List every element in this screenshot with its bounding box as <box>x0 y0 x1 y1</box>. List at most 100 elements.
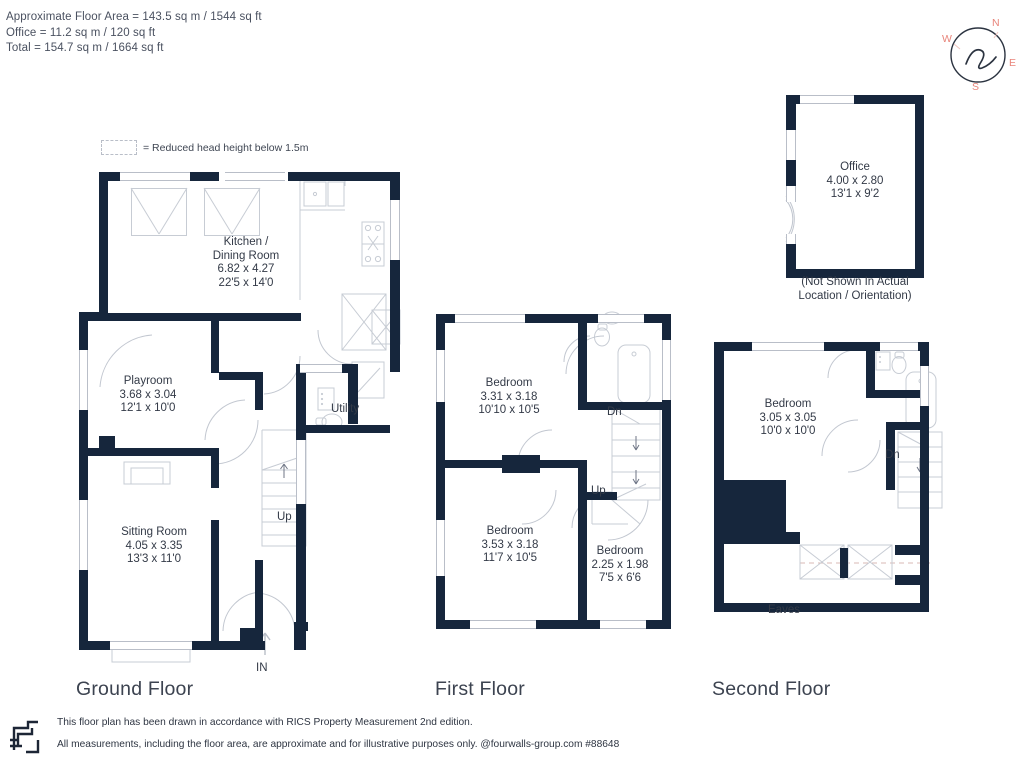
entry-label-in: IN <box>256 662 268 674</box>
window-office-left <box>786 130 796 160</box>
compass-east-label: E <box>1009 57 1016 69</box>
wall-left-upper <box>99 172 108 320</box>
wall-sitting-right-upper <box>211 448 219 488</box>
office-location-note: (Not Shown In Actual Location / Orientat… <box>780 275 930 303</box>
wall-office-bottom <box>786 269 924 278</box>
wall-first-right <box>662 314 671 629</box>
wall-left-main <box>79 312 88 650</box>
wall-second-stair-top <box>886 422 929 430</box>
wall-first-left <box>436 314 445 629</box>
window-office-top <box>800 95 854 104</box>
block-second-right-band <box>895 545 929 555</box>
stairs-label-down-second: Dn <box>885 449 900 461</box>
wall-utility-right <box>348 364 358 424</box>
room-metric-first-bed3: 2.25 x 1.98 <box>591 558 649 571</box>
wall-playroom-right <box>211 313 219 373</box>
wall-office-right <box>915 95 924 278</box>
kitchen-unit-left <box>131 188 187 236</box>
floor-title-first: First Floor <box>435 678 525 700</box>
room-imperial-office: 13'1 x 9'2 <box>830 188 880 201</box>
room-label-first-bedroom-2: Bedroom 3.53 x 3.18 11'7 x 10'5 <box>460 525 560 566</box>
office-note-line1: (Not Shown In Actual <box>801 276 909 288</box>
window-first-bath-top <box>598 314 644 323</box>
wall-second-right <box>920 342 929 612</box>
wall-top-right <box>288 172 301 181</box>
wall-playroom-top <box>99 313 219 321</box>
compass-rose: N E S W <box>936 14 1020 94</box>
room-metric-playroom: 3.68 x 3.04 <box>119 388 177 401</box>
room-metric-first-bed1: 3.31 x 3.18 <box>480 390 538 403</box>
compass-west-label: W <box>942 33 952 45</box>
window-hall-right <box>296 440 306 504</box>
window-sitting-bottom <box>110 641 192 650</box>
wall-first-mid-left <box>436 460 502 468</box>
window-utility-bottom <box>300 364 342 373</box>
room-name-second-bed: Bedroom <box>764 398 812 410</box>
wall-sitting-right-lower <box>211 520 219 641</box>
room-name-first-bed2: Bedroom <box>486 525 534 537</box>
room-label-first-bedroom-1: Bedroom 3.31 x 3.18 10'10 x 10'5 <box>459 377 559 418</box>
window-first-bed2-left <box>436 520 445 576</box>
wall-first-bath-left <box>578 314 587 410</box>
wall-first-landing-bottom <box>587 492 617 500</box>
room-label-playroom: Playroom 3.68 x 3.04 12'1 x 10'0 <box>98 375 198 416</box>
room-imperial-playroom: 12'1 x 10'0 <box>120 402 176 415</box>
area-line-total-floor: Approximate Floor Area = 143.5 sq m / 15… <box>6 11 262 23</box>
room-metric-sitting: 4.05 x 3.35 <box>125 539 183 552</box>
logo-icon <box>10 720 40 754</box>
area-line-office: Office = 11.2 sq m / 120 sq ft <box>6 26 156 39</box>
window-kitchen-right <box>390 200 400 260</box>
wall-top-mid <box>211 172 219 181</box>
eaves-label: Eaves <box>768 604 800 616</box>
stairs-label-down-first: Dn <box>607 406 622 418</box>
window-kitchen-top-b <box>225 172 285 181</box>
wall-hall-partition <box>219 372 263 380</box>
room-imperial-first-bed1: 10'10 x 10'5 <box>478 404 540 417</box>
floor-title-second: Second Floor <box>712 678 831 700</box>
fourwalls-logo <box>4 712 48 756</box>
wall-right-kitchen <box>390 172 400 372</box>
footer-line-measurements: All measurements, including the floor ar… <box>57 739 620 750</box>
window-kitchen-top-a <box>120 172 190 181</box>
wall-first-bottom <box>436 620 671 629</box>
wall-stepout-top <box>79 312 108 321</box>
footer-disclaimer: This floor plan has been drawn in accord… <box>57 712 619 756</box>
room-imperial-first-bed3: 7'5 x 6'6 <box>598 572 642 585</box>
wall-first-top <box>436 314 671 323</box>
block-second-eaves-left <box>724 480 786 532</box>
room-name-playroom: Playroom <box>123 375 173 387</box>
room-metric-first-bed2: 3.53 x 3.18 <box>481 538 539 551</box>
room-label-first-bedroom-3: Bedroom 2.25 x 1.98 7'5 x 6'6 <box>574 545 666 586</box>
room-metric-office: 4.00 x 2.80 <box>826 174 884 187</box>
legend-label: = Reduced head height below 1.5m <box>143 141 309 154</box>
pier-second-eaves-mid <box>840 548 848 578</box>
room-label-office: Office 4.00 x 2.80 13'1 x 9'2 <box>800 161 910 202</box>
window-second-bath-right <box>920 366 929 406</box>
room-label-kitchen-dining: Kitchen / Dining Room 6.82 x 4.27 22'5 x… <box>196 236 296 290</box>
office-note-line2: Location / Orientation) <box>798 290 912 302</box>
window-sitting-left <box>79 500 88 570</box>
window-first-bed3-bottom <box>600 620 646 629</box>
room-imperial-sitting: 13'3 x 11'0 <box>126 553 182 566</box>
wall-sitting-top <box>79 448 219 456</box>
wall-porch-left <box>255 560 263 642</box>
wall-first-landing-left <box>578 460 587 500</box>
wall-hall-top <box>219 313 301 321</box>
room-name-first-bed3: Bedroom <box>596 545 644 557</box>
room-label-utility: Utility <box>331 403 360 415</box>
wall-hall-vert <box>255 372 263 410</box>
window-playroom-left <box>79 350 88 410</box>
wall-office-top <box>786 95 924 104</box>
wall-second-bath-left <box>866 342 875 398</box>
footer-line-rics: This floor plan has been drawn in accord… <box>57 717 473 728</box>
room-name-office: Office <box>840 161 870 173</box>
room-metric-kitchen: 6.82 x 4.27 <box>217 263 275 276</box>
wall-office-left-lower <box>786 240 796 278</box>
room-name-sitting: Sitting Room <box>121 526 187 538</box>
pier-first-mid <box>502 455 540 473</box>
window-first-bed2-bottom <box>470 620 536 629</box>
compass-icon: N E S W <box>942 17 1016 93</box>
block-second-right-band2 <box>895 575 929 585</box>
legend-swatch <box>101 140 137 155</box>
